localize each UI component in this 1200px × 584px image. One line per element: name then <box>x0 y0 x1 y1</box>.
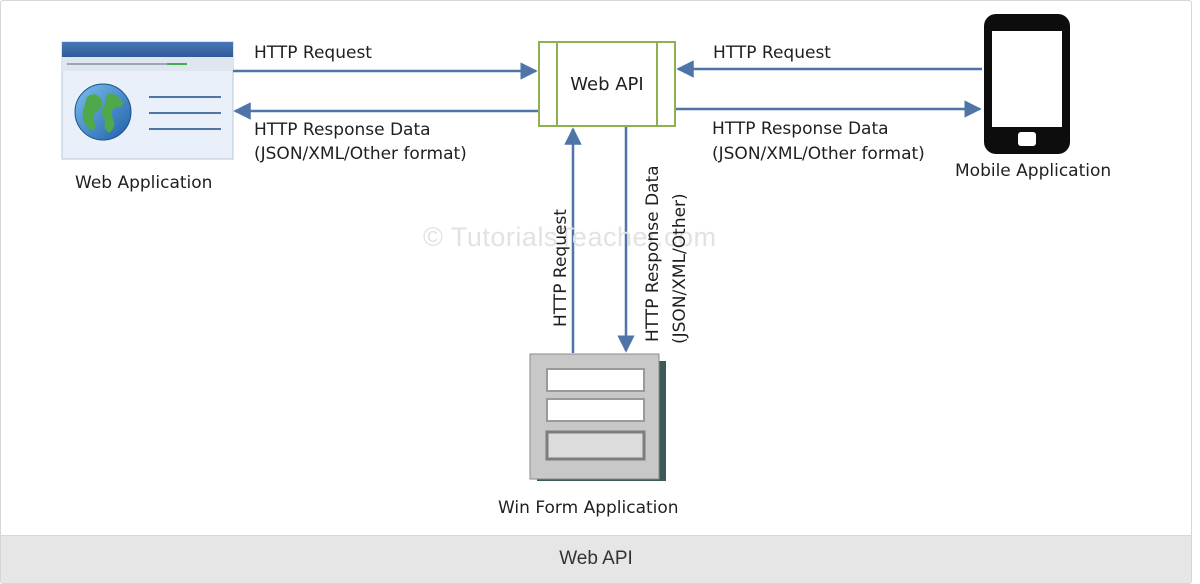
globe-icon <box>74 83 132 141</box>
mobile-request-label: HTTP Request <box>713 43 831 63</box>
smartphone-icon <box>984 14 1070 154</box>
winform-application-label: Win Form Application <box>498 498 679 518</box>
mobile-response-label: HTTP Response Data <box>712 119 889 139</box>
web-response-format-label: (JSON/XML/Other format) <box>254 144 467 164</box>
mobile-application-label: Mobile Application <box>955 161 1112 181</box>
winform-response-format-label: (JSON/XML/Other) <box>670 193 690 344</box>
diagram-svg <box>61 14 1070 481</box>
api-box-divider <box>556 43 558 125</box>
winform-response-label: HTTP Response Data <box>643 165 663 342</box>
mobile-response-format-label: (JSON/XML/Other format) <box>712 144 925 164</box>
web-request-label: HTTP Request <box>254 43 372 63</box>
web-application-label: Web Application <box>75 173 213 193</box>
figure-caption: Web API <box>1 535 1191 583</box>
web-api-label: Web API <box>570 74 644 95</box>
web-api-node: Web API <box>538 41 676 127</box>
winform-request-label: HTTP Request <box>551 209 571 327</box>
diagram: © TutorialsTeacher.com Web API HTTP Requ… <box>1 1 1191 535</box>
form-window-icon <box>529 353 666 481</box>
web-response-label: HTTP Response Data <box>254 120 431 140</box>
api-box-divider <box>656 43 658 125</box>
browser-window-icon <box>61 41 234 160</box>
watermark: © TutorialsTeacher.com <box>423 222 717 252</box>
